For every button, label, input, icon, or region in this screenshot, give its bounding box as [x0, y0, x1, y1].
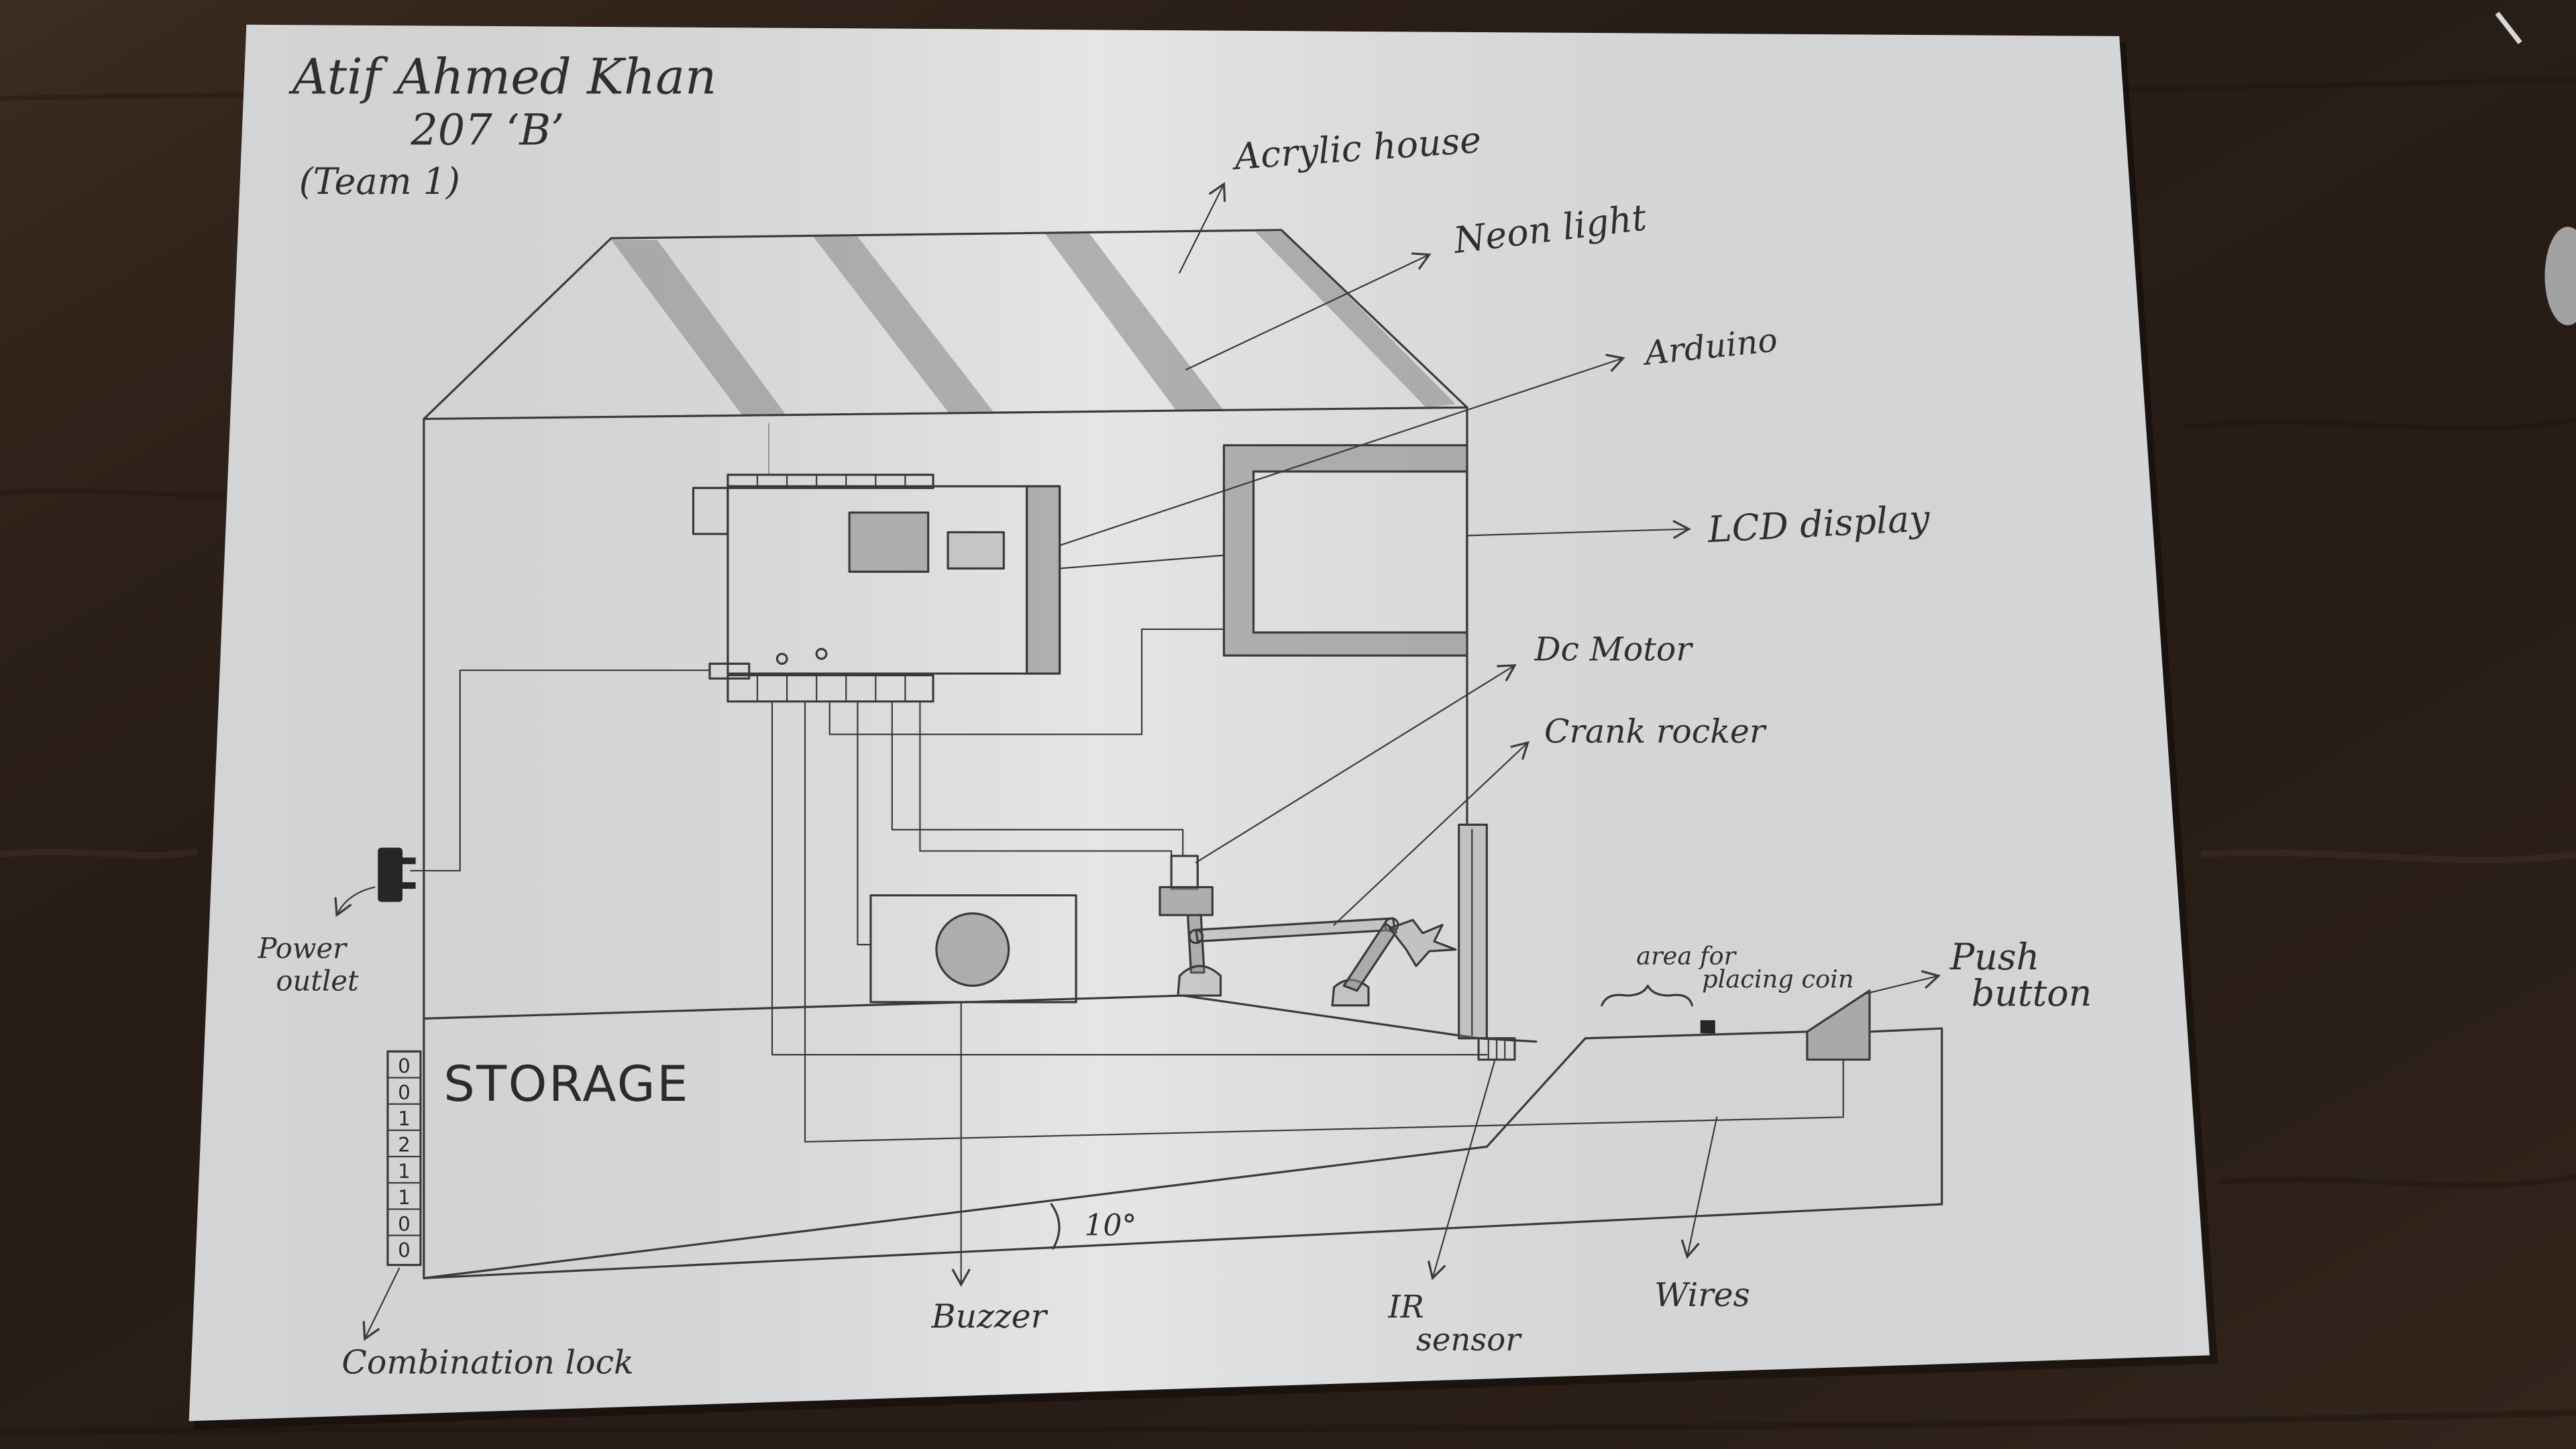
arduino-side-strip	[1027, 486, 1060, 674]
lock-digit: 1	[398, 1186, 411, 1209]
motor-body	[1160, 887, 1212, 915]
lock-digit: 2	[398, 1134, 411, 1157]
label-coin-area-line2: placing coin	[1702, 965, 1854, 994]
arduino-chip	[849, 513, 928, 572]
coin-slot	[1701, 1020, 1715, 1034]
crank-base	[1178, 966, 1221, 996]
wood-grain	[0, 851, 197, 855]
label-buzzer: Buzzer	[931, 1297, 1049, 1336]
sensor-post	[1459, 824, 1487, 1038]
lock-digit: 0	[398, 1081, 411, 1104]
arduino-chip-small	[948, 532, 1004, 568]
label-combination-lock: Combination lock	[341, 1343, 633, 1381]
label-power-outlet-line2: outlet	[276, 965, 359, 998]
label-wires: Wires	[1654, 1276, 1750, 1314]
plug-prong	[402, 882, 416, 889]
label-crank-rocker: Crank rocker	[1544, 712, 1767, 751]
plug-body	[378, 848, 402, 902]
lock-digit: 0	[398, 1212, 411, 1235]
label-push-button-line2: button	[1972, 972, 2092, 1014]
label-ir-sensor-line1: IR	[1387, 1289, 1424, 1325]
buzzer-speaker	[936, 914, 1009, 986]
label-power-outlet-line1: Power	[257, 932, 347, 965]
lock-digit: 1	[398, 1160, 411, 1183]
plug-prong	[402, 857, 416, 864]
label-dc-motor: Dc Motor	[1534, 630, 1693, 668]
roll-number: 207 ‘B’	[410, 106, 564, 156]
paper-sheet	[189, 25, 2218, 1430]
lock-digit: 0	[398, 1238, 411, 1261]
author-name: Atif Ahmed Khan	[288, 49, 716, 106]
lock-digit: 0	[398, 1055, 411, 1077]
angle-label: 10°	[1084, 1209, 1136, 1243]
team-label: (Team 1)	[299, 160, 460, 203]
lock-digit: 1	[398, 1108, 411, 1130]
label-ir-sensor-line2: sensor	[1416, 1322, 1522, 1358]
storage-label: STORAGE	[443, 1056, 690, 1113]
